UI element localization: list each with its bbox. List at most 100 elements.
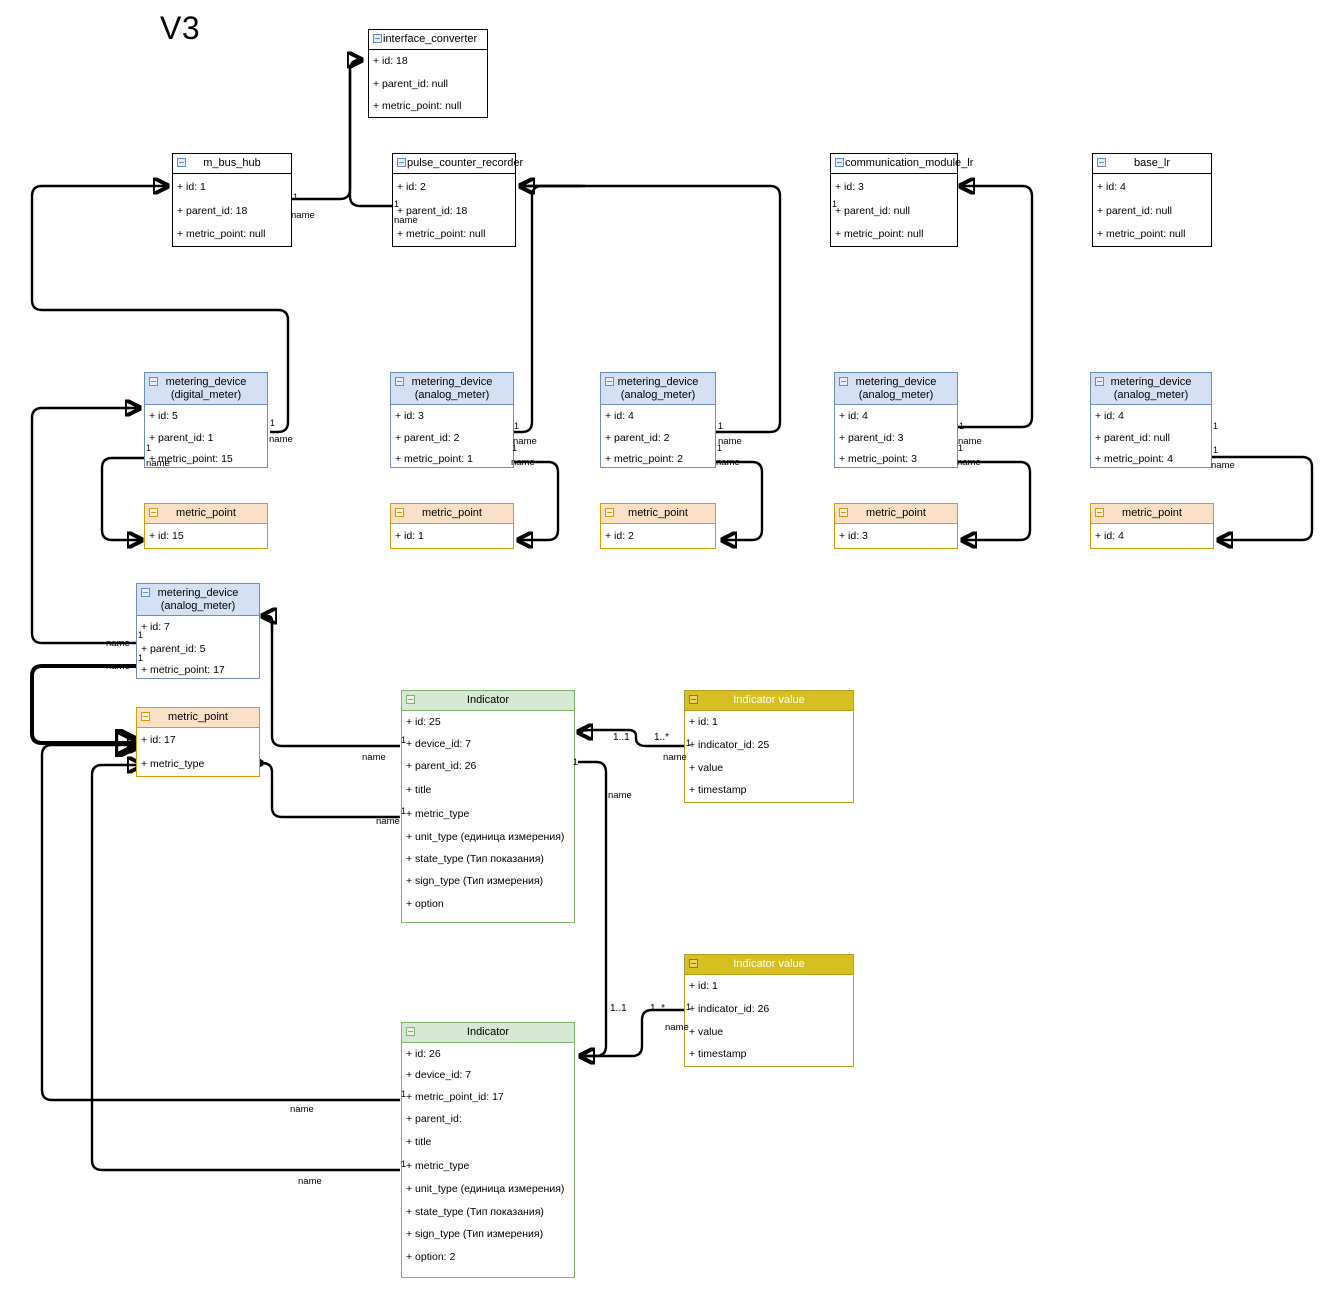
node-body: + id: 1 xyxy=(391,524,513,548)
attr-row: + metric_point: null xyxy=(373,99,462,112)
node-interface-converter[interactable]: interface_converter + id: 18 + parent_id… xyxy=(368,29,488,118)
edge-indicator25-to-indicator26 xyxy=(578,760,608,1056)
collapse-minus-icon[interactable] xyxy=(1097,158,1106,167)
attr-row: + parent_id: null xyxy=(835,205,911,218)
node-metric-point-1[interactable]: metric_point + id: 1 xyxy=(390,503,514,549)
multiplicity-one-many: 1..* xyxy=(654,732,670,743)
attr-row: + parent_id: 18 xyxy=(177,205,248,218)
collapse-minus-icon[interactable] xyxy=(689,695,698,704)
collapse-minus-icon[interactable] xyxy=(839,377,848,386)
collapse-minus-icon[interactable] xyxy=(177,158,186,167)
attr-row: + metric_type xyxy=(406,808,470,821)
node-header: interface_converter xyxy=(369,30,487,50)
node-body: + id: 1 + indicator_id: 25 + value + tim… xyxy=(685,711,853,802)
node-title: metering_device xyxy=(617,376,699,388)
node-indicator-25[interactable]: Indicator + id: 25 + device_id: 7 + pare… xyxy=(401,690,575,923)
multiplicity-one: 1 xyxy=(401,1159,407,1169)
collapse-minus-icon[interactable] xyxy=(141,712,150,721)
node-indicator-value-26[interactable]: Indicator value + id: 1 + indicator_id: … xyxy=(684,954,854,1067)
multiplicity-one: 1 xyxy=(686,1002,692,1012)
node-title: metric_point xyxy=(628,507,688,519)
node-m-bus-hub[interactable]: m_bus_hub + id: 1 + parent_id: 18 + metr… xyxy=(172,153,292,247)
collapse-minus-icon[interactable] xyxy=(149,508,158,517)
node-metering-device-analog-7[interactable]: metering_device (analog_meter) + id: 7 +… xyxy=(136,583,260,679)
node-indicator-26[interactable]: Indicator + id: 26 + device_id: 7 + metr… xyxy=(401,1022,575,1278)
node-body: + id: 3 + parent_id: 2 + metric_point: 1 xyxy=(391,405,513,469)
edge-label-name: name xyxy=(958,436,982,447)
collapse-minus-icon[interactable] xyxy=(141,588,150,597)
collapse-minus-icon[interactable] xyxy=(373,34,382,43)
node-metering-device-analog-3[interactable]: metering_device (analog_meter) + id: 3 +… xyxy=(390,372,514,468)
collapse-minus-icon[interactable] xyxy=(1095,508,1104,517)
multiplicity-one: 1 xyxy=(686,738,692,748)
node-body: + id: 2 + parent_id: 18 + metric_point: … xyxy=(393,174,515,246)
node-metering-device-analog-4a[interactable]: metering_device (analog_meter) + id: 4 +… xyxy=(600,372,716,468)
collapse-minus-icon[interactable] xyxy=(1095,377,1104,386)
node-metric-point-15[interactable]: metric_point + id: 15 xyxy=(144,503,268,549)
node-metric-point-3[interactable]: metric_point + id: 3 xyxy=(834,503,958,549)
edge-indicatorvalue26-to-indicator26 xyxy=(580,1008,686,1056)
attr-row: + parent_id: 18 xyxy=(397,205,468,218)
edge-md4b-to-mp3 xyxy=(958,460,1032,540)
multiplicity-one: 1 xyxy=(959,421,965,431)
edge-label-name: name xyxy=(106,661,130,672)
collapse-minus-icon[interactable] xyxy=(839,508,848,517)
node-header: metric_point xyxy=(145,504,267,524)
attr-row: + id: 1 xyxy=(689,980,718,993)
node-metering-device-analog-4b[interactable]: metering_device (analog_meter) + id: 4 +… xyxy=(834,372,958,468)
node-header: Indicator value xyxy=(685,955,853,975)
collapse-minus-icon[interactable] xyxy=(835,158,844,167)
attr-row: + metric_point: 17 xyxy=(141,663,225,676)
node-subtitle: (analog_meter) xyxy=(414,388,490,401)
node-title: Indicator value xyxy=(733,694,805,706)
node-body: + id: 4 + parent_id: null + metric_point… xyxy=(1093,174,1211,246)
node-subtitle: (digital_meter) xyxy=(170,388,242,401)
attr-row: + id: 1 xyxy=(395,529,424,542)
multiplicity-one: 1 xyxy=(146,443,152,453)
attr-row: + id: 3 xyxy=(835,180,864,193)
collapse-minus-icon[interactable] xyxy=(406,1027,415,1036)
collapse-minus-icon[interactable] xyxy=(605,377,614,386)
node-metering-device-digital-5[interactable]: metering_device (digital_meter) + id: 5 … xyxy=(144,372,268,468)
multiplicity-one: 1 xyxy=(573,757,579,767)
node-metric-point-4[interactable]: metric_point + id: 4 xyxy=(1090,503,1214,549)
node-subtitle: (analog_meter) xyxy=(620,388,696,401)
collapse-minus-icon[interactable] xyxy=(605,508,614,517)
collapse-minus-icon[interactable] xyxy=(395,508,404,517)
edge-label-name: name xyxy=(663,752,687,763)
attr-row: + parent_id: 2 xyxy=(605,431,670,444)
node-subtitle: (analog_meter) xyxy=(858,388,934,401)
node-header: metering_device (analog_meter) xyxy=(391,373,513,406)
node-metric-point-2[interactable]: metric_point + id: 2 xyxy=(600,503,716,549)
node-header: Indicator xyxy=(402,1023,574,1043)
attr-row: + id: 5 xyxy=(149,410,178,423)
attr-row: + id: 1 xyxy=(177,180,206,193)
collapse-minus-icon[interactable] xyxy=(406,695,415,704)
attr-row: + metric_point: 4 xyxy=(1095,452,1173,465)
node-header: base_lr xyxy=(1093,154,1211,174)
node-title: metric_point xyxy=(422,507,482,519)
collapse-minus-icon[interactable] xyxy=(149,377,158,386)
node-metric-point-17[interactable]: metric_point + id: 17 + metric_type xyxy=(136,707,260,777)
node-indicator-value-25[interactable]: Indicator value + id: 1 + indicator_id: … xyxy=(684,690,854,803)
collapse-minus-icon[interactable] xyxy=(689,959,698,968)
node-title: Indicator xyxy=(466,1026,510,1038)
edge-label-name: name xyxy=(146,458,170,469)
node-header: metering_device (analog_meter) xyxy=(601,373,715,406)
collapse-minus-icon[interactable] xyxy=(397,158,406,167)
attr-row: + parent_id: 2 xyxy=(395,431,460,444)
node-header: metric_point xyxy=(601,504,715,524)
collapse-minus-icon[interactable] xyxy=(395,377,404,386)
attr-row: + id: 2 xyxy=(605,529,634,542)
node-title: Indicator xyxy=(466,694,510,706)
node-header: metric_point xyxy=(1091,504,1213,524)
node-communication-module-lr[interactable]: communication_module_lr + id: 3 + parent… xyxy=(830,153,973,247)
node-metering-device-analog-4c[interactable]: metering_device (analog_meter) + id: 4 +… xyxy=(1090,372,1212,468)
edge-md5-to-mp15 xyxy=(100,456,146,540)
attr-row: + metric_point: null xyxy=(1097,228,1186,241)
node-base-lr[interactable]: base_lr + id: 4 + parent_id: null + metr… xyxy=(1092,153,1212,247)
node-header: metering_device (analog_meter) xyxy=(1091,373,1211,406)
node-pulse-counter-recorder[interactable]: pulse_counter_recorder + id: 2 + parent_… xyxy=(392,153,523,247)
node-title: metering_device xyxy=(855,376,937,388)
